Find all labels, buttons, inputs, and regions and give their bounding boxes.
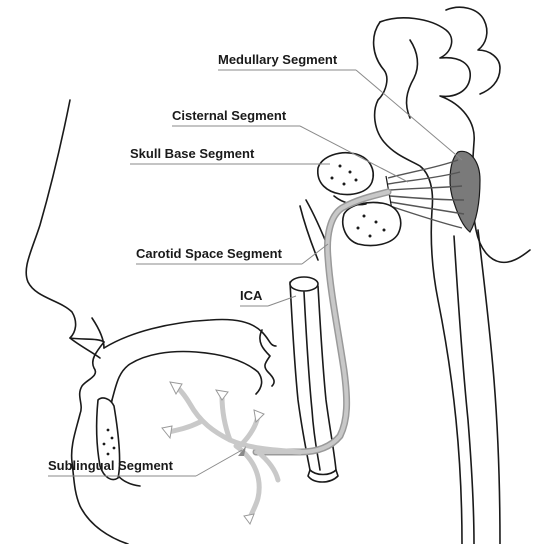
face-outline-lower xyxy=(70,341,129,544)
label-skull-base: Skull Base Segment xyxy=(130,146,255,161)
occipital-condyle-upper xyxy=(317,152,374,196)
lower-incisor xyxy=(95,397,121,481)
spinal-cord-inner xyxy=(453,235,475,544)
leader-medullary-diag xyxy=(355,69,463,161)
hard-palate xyxy=(103,318,277,349)
skull-base-bones xyxy=(317,152,402,247)
branch-main xyxy=(173,383,303,455)
brainstem xyxy=(372,6,531,544)
branch-front xyxy=(165,419,203,435)
tongue-dorsum xyxy=(111,350,263,401)
branch-lower-2 xyxy=(255,449,281,483)
cerebellar-fold xyxy=(445,6,501,95)
cerebellum-outline xyxy=(379,17,531,264)
leader-sublingual-diag xyxy=(195,449,243,477)
leader-carotid-space-diag xyxy=(301,243,329,265)
ica-top-opening xyxy=(289,276,319,292)
leader-ica-diag xyxy=(267,295,297,307)
ica-outer-right xyxy=(317,285,337,471)
sublingual-branches xyxy=(161,381,303,526)
brainstem-outline-left xyxy=(372,21,463,544)
ica-bottom-cap xyxy=(307,469,339,483)
ventricle-fold xyxy=(405,39,419,119)
label-sublingual: Sublingual Segment xyxy=(48,458,174,473)
branch-upper-1 xyxy=(219,393,233,443)
branch-lower xyxy=(233,443,262,521)
leader-lines xyxy=(48,69,463,477)
label-ica: ICA xyxy=(240,288,263,303)
hypoglossal-nucleus xyxy=(449,150,481,233)
nerve-rootlets xyxy=(385,159,465,229)
label-medullary: Medullary Segment xyxy=(218,52,338,67)
occipital-condyle-lower xyxy=(342,201,402,247)
face-profile xyxy=(25,99,129,544)
lip-line xyxy=(69,337,101,359)
styloid-process xyxy=(299,205,319,261)
ica-outer-left xyxy=(289,281,311,471)
oral-cavity xyxy=(95,318,277,487)
label-carotid-space: Carotid Space Segment xyxy=(136,246,283,261)
nasolabial-line xyxy=(91,317,105,349)
soft-palate xyxy=(259,329,275,387)
sublingual-arrowhead xyxy=(238,446,246,456)
ica-inner-line xyxy=(303,291,321,471)
face-outline-upper xyxy=(25,99,105,343)
leader-cisternal-diag xyxy=(299,125,409,183)
brainstem-outline-right xyxy=(477,229,501,544)
label-cisternal: Cisternal Segment xyxy=(172,108,287,123)
labels: Medullary Segment Cisternal Segment Skul… xyxy=(48,52,338,473)
carotid-artery xyxy=(289,199,339,483)
